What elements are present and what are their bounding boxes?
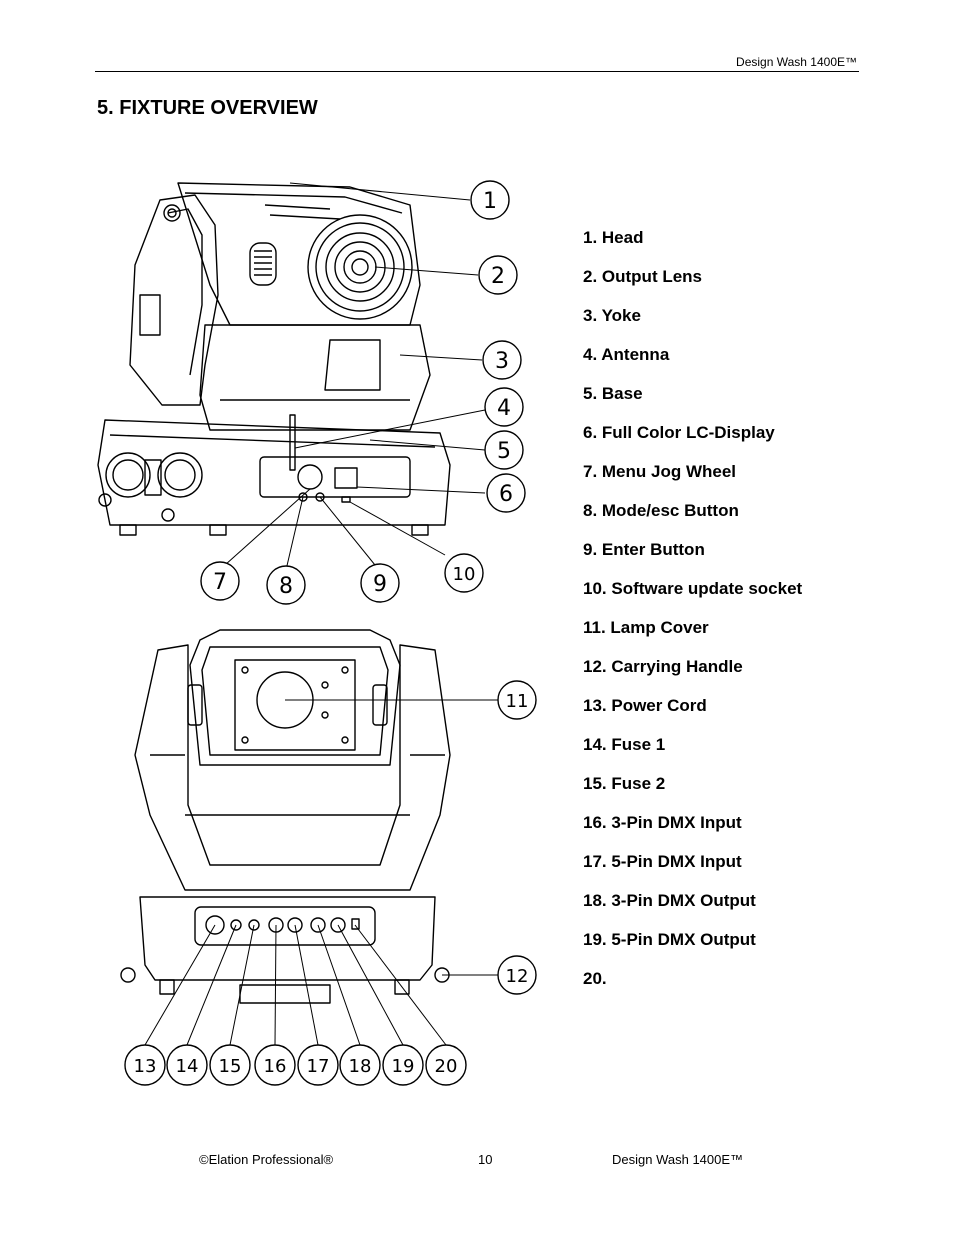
- base-rear: [139, 896, 436, 981]
- callout-3: 3: [495, 349, 509, 374]
- callout-12: 12: [506, 966, 529, 987]
- list-item: 17. 5-Pin DMX Input: [583, 852, 742, 871]
- list-item: 4. Antenna: [583, 345, 670, 364]
- callout-9: 9: [373, 572, 387, 597]
- list-item: 15. Fuse 2: [583, 774, 666, 793]
- callout-6: 6: [499, 482, 513, 507]
- list-item: 19. 5-Pin DMX Output: [583, 930, 756, 949]
- list-item: 3. Yoke: [583, 306, 641, 325]
- power-cord-connector: [205, 915, 225, 935]
- callout-4: 4: [497, 396, 511, 421]
- section-heading: 5. FIXTURE OVERVIEW: [97, 97, 318, 119]
- footer-product: Design Wash 1400E™: [612, 1152, 744, 1167]
- callout-13: 13: [134, 1056, 157, 1077]
- list-item: 1. Head: [583, 228, 644, 247]
- callout-14: 14: [176, 1056, 199, 1077]
- fixture-drawing: 1 2 3 4 5 6 7 8 9 10 11 12 13 14 15 16 1…: [97, 180, 537, 1086]
- callout-16: 16: [264, 1056, 287, 1077]
- list-item: 2. Output Lens: [583, 267, 702, 286]
- list-item: 9. Enter Button: [583, 540, 705, 559]
- callout-18: 18: [349, 1056, 372, 1077]
- list-item: 8. Mode/esc Button: [583, 501, 739, 520]
- list-item: 10. Software update socket: [583, 579, 803, 598]
- carrying-handle-left: [120, 967, 136, 983]
- callout-8: 8: [279, 574, 293, 599]
- callout-7: 7: [213, 570, 227, 595]
- list-item: 14. Fuse 1: [583, 735, 666, 754]
- list-item: 12. Carrying Handle: [583, 657, 743, 676]
- lc-display: [334, 467, 358, 489]
- output-lens: [307, 214, 413, 320]
- jog-wheel: [297, 464, 323, 490]
- list-item: 5. Base: [583, 384, 643, 403]
- lamp-cover: [234, 659, 356, 751]
- head-rear: [189, 629, 401, 766]
- list-item: 7. Menu Jog Wheel: [583, 462, 737, 481]
- callout-11: 11: [506, 691, 529, 712]
- running-header-title: Design Wash 1400E™: [736, 55, 857, 69]
- list-item: 16. 3-Pin DMX Input: [583, 813, 742, 832]
- list-item: 11. Lamp Cover: [583, 618, 709, 637]
- antenna: [289, 414, 296, 471]
- list-item: 18. 3-Pin DMX Output: [583, 891, 756, 910]
- base: [97, 419, 451, 526]
- footer-copyright: ©Elation Professional®: [199, 1152, 334, 1167]
- callout-20: 20: [435, 1056, 458, 1077]
- list-item: 13. Power Cord: [583, 696, 707, 715]
- callout-17: 17: [307, 1056, 330, 1077]
- header-rule: [95, 71, 859, 72]
- callout-1: 1: [483, 189, 497, 214]
- callout-5: 5: [497, 439, 511, 464]
- list-item: 6. Full Color LC-Display: [583, 423, 775, 442]
- parts-list: 1. Head 2. Output Lens 3. Yoke 4. Antenn…: [583, 227, 802, 1007]
- fixture-diagram: 1 2 3 4 5 6 7 8 9 10 11 12 13 14 15 16 1…: [90, 165, 550, 1095]
- yoke-rear: [134, 644, 451, 891]
- callout-2: 2: [491, 264, 505, 289]
- footer-page-number: 10: [478, 1152, 493, 1167]
- callout-19: 19: [392, 1056, 415, 1077]
- callout-15: 15: [219, 1056, 242, 1077]
- list-item: 20.: [583, 969, 607, 988]
- yoke: [199, 324, 431, 431]
- yoke-arm-left: [129, 194, 219, 406]
- callout-10: 10: [453, 564, 476, 585]
